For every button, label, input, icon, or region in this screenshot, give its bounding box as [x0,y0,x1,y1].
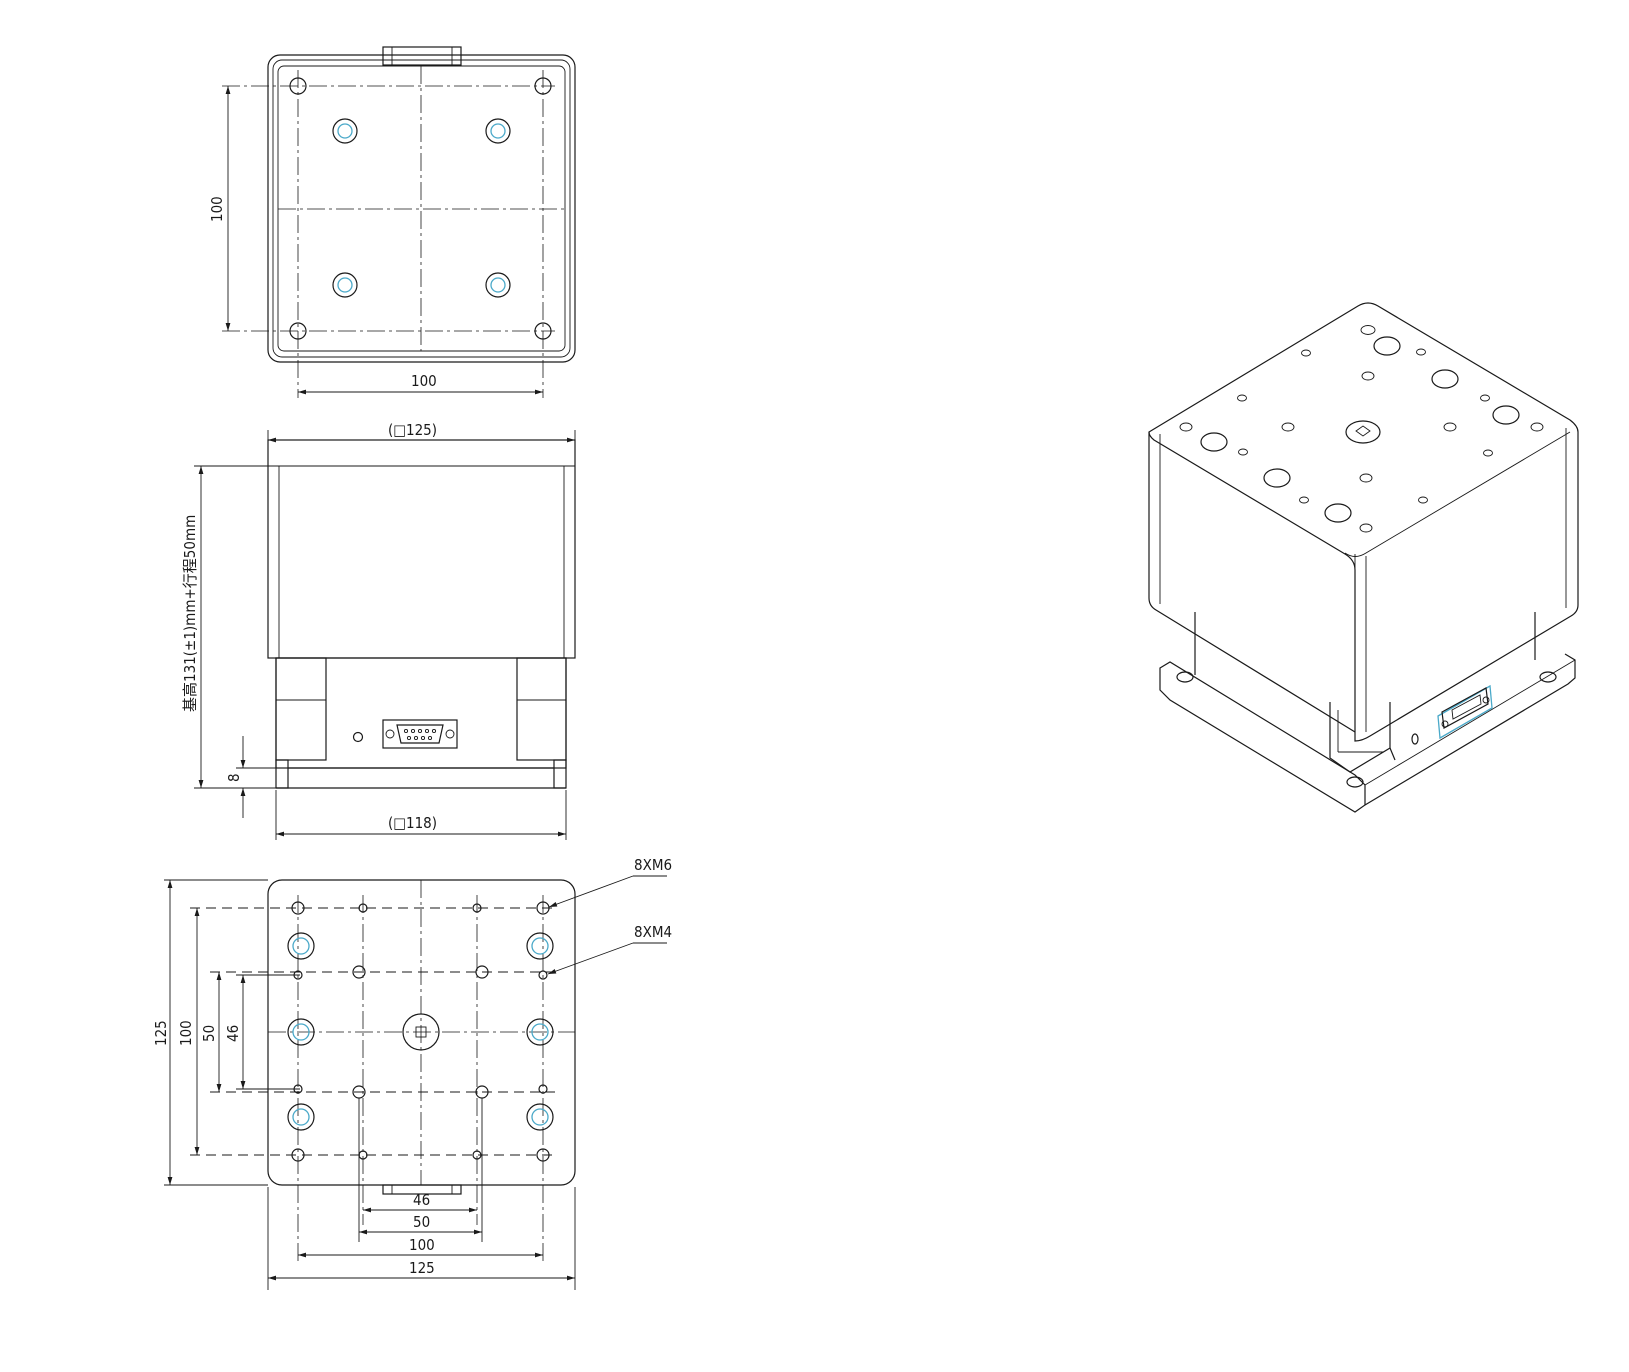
top-counterbore-hole [332,118,511,298]
front-dim-base: 8 [225,773,243,782]
bottom-dim-h-46: 46 [413,1191,430,1209]
bottom-dim-h-50: 50 [413,1213,430,1231]
bottom-counterbore-hole [287,932,554,1131]
top-corner-hole [289,77,552,340]
top-dim-height: 100 [208,196,226,222]
bottom-dim-v-125: 125 [152,1020,170,1046]
label-m6: 8XM6 [634,856,672,874]
db9-connector-icon [382,719,458,749]
bottom-dim-v-50: 50 [200,1025,218,1042]
bottom-dim-v-100: 100 [177,1020,195,1046]
top-dim-width: 100 [411,372,437,390]
center-hole [402,1013,440,1051]
front-dim-height: 基高131(±1)mm+行程50mm [181,515,199,712]
iso-top-holes [1179,325,1544,533]
isometric-view [1148,302,1579,813]
bottom-dim-v-46: 46 [224,1025,242,1042]
bottom-dim-h-100: 100 [409,1236,435,1254]
bottom-view: 8XM6 8XM4 125 100 50 46 46 50 100 125 [152,856,672,1290]
bottom-dim-h-125: 125 [409,1259,435,1277]
m6-hole [291,901,550,1162]
m4-hole [293,903,548,1160]
label-m4: 8XM4 [634,923,672,941]
front-dim-width-bottom: (□118) [388,814,437,832]
front-view: (□125) 基高131(±1)mm+行程50m [181,421,576,840]
iso-connector-icon [1437,684,1493,740]
top-view: 100 100 [208,46,576,398]
front-dim-width-top: (□125) [388,421,437,439]
